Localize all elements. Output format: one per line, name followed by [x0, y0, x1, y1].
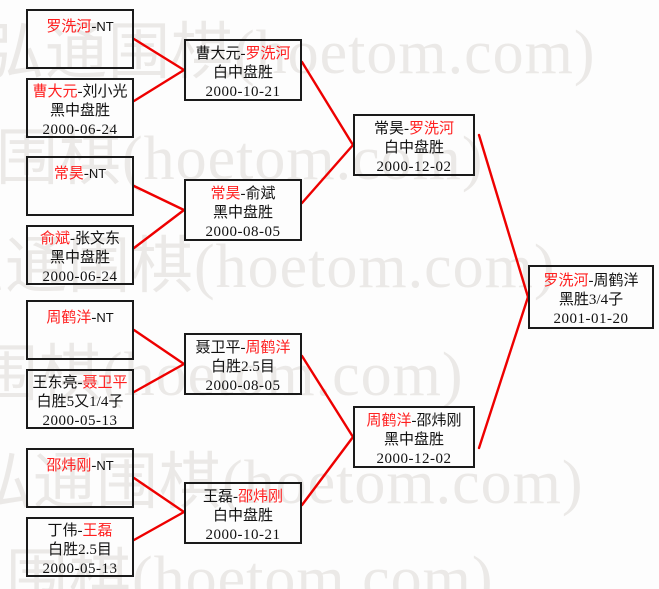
match-players: 罗洗河-NT — [46, 19, 114, 35]
match-players: 曹大元-罗洗河 — [195, 46, 291, 62]
match-box-r2-1[interactable]: 曹大元-罗洗河 白中盘胜 2000-10-21 — [184, 39, 302, 101]
match-box-r1-8[interactable]: 丁伟-王磊 白胜2.5目 2000-05-13 — [26, 517, 134, 577]
match-box-r1-6[interactable]: 王东亮-聂卫平 白胜5又1/4子 2000-05-13 — [26, 369, 134, 429]
match-result: 白中盘胜 — [212, 65, 273, 81]
match-result: 黑胜3/4子 — [558, 292, 624, 308]
match-players: 聂卫平-周鹤洋 — [195, 340, 291, 356]
match-date: 2000-08-05 — [205, 224, 281, 240]
match-players: 王东亮-聂卫平 — [32, 375, 128, 391]
match-result: 黑中盘胜 — [383, 432, 444, 448]
match-players: 丁伟-王磊 — [47, 523, 113, 539]
match-players: 王磊-邵炜刚 — [202, 489, 284, 505]
match-result: 白中盘胜 — [212, 508, 273, 524]
match-box-r2-3[interactable]: 聂卫平-周鹤洋 白胜2.5目 2000-08-05 — [184, 333, 302, 395]
match-date: 2000-08-05 — [205, 378, 281, 394]
match-players: 常昊-罗洗河 — [373, 121, 455, 137]
match-players: 曹大元-刘小光 — [32, 84, 128, 100]
match-result: 白胜2.5目 — [48, 542, 112, 558]
match-players: 罗洗河-周鹤洋 — [543, 273, 639, 289]
match-box-r1-1[interactable]: 罗洗河-NT — [26, 9, 134, 69]
match-date: 2000-12-02 — [376, 159, 452, 175]
match-players: 周鹤洋-NT — [46, 310, 114, 326]
match-result: 黑中盘胜 — [212, 205, 273, 221]
match-date: 2000-12-02 — [376, 451, 452, 467]
match-box-r2-2[interactable]: 常昊-俞斌 黑中盘胜 2000-08-05 — [184, 179, 302, 241]
match-date: 2000-10-21 — [205, 527, 281, 543]
match-date: 2000-10-21 — [205, 84, 281, 100]
match-date: 2000-06-24 — [42, 269, 118, 285]
match-date: 2000-05-13 — [42, 413, 118, 429]
match-players: 俞斌-张文东 — [39, 231, 121, 247]
match-box-r1-3[interactable]: 常昊-NT — [26, 156, 134, 216]
match-date: 2000-06-24 — [42, 122, 118, 138]
match-result: 黑中盘胜 — [49, 103, 110, 119]
match-box-r1-4[interactable]: 俞斌-张文东 黑中盘胜 2000-06-24 — [26, 225, 134, 285]
match-box-final[interactable]: 罗洗河-周鹤洋 黑胜3/4子 2001-01-20 — [528, 265, 654, 329]
match-box-r3-1[interactable]: 常昊-罗洗河 白中盘胜 2000-12-02 — [353, 114, 475, 176]
match-players: 常昊-俞斌 — [210, 186, 276, 202]
match-box-r1-2[interactable]: 曹大元-刘小光 黑中盘胜 2000-06-24 — [26, 78, 134, 138]
match-date: 2001-01-20 — [553, 311, 629, 327]
match-box-r3-2[interactable]: 周鹤洋-邵炜刚 黑中盘胜 2000-12-02 — [353, 406, 475, 468]
match-box-r2-4[interactable]: 王磊-邵炜刚 白中盘胜 2000-10-21 — [184, 482, 302, 544]
match-result: 白中盘胜 — [383, 140, 444, 156]
match-result: 白胜5又1/4子 — [36, 394, 124, 410]
match-result: 黑中盘胜 — [49, 250, 110, 266]
match-result: 白胜2.5目 — [211, 359, 275, 375]
match-players: 常昊-NT — [53, 166, 107, 182]
match-date: 2000-05-13 — [42, 561, 118, 577]
match-players: 周鹤洋-邵炜刚 — [366, 413, 462, 429]
match-box-r1-7[interactable]: 邵炜刚-NT — [26, 448, 134, 508]
match-players: 邵炜刚-NT — [46, 458, 114, 474]
match-box-r1-5[interactable]: 周鹤洋-NT — [26, 300, 134, 360]
